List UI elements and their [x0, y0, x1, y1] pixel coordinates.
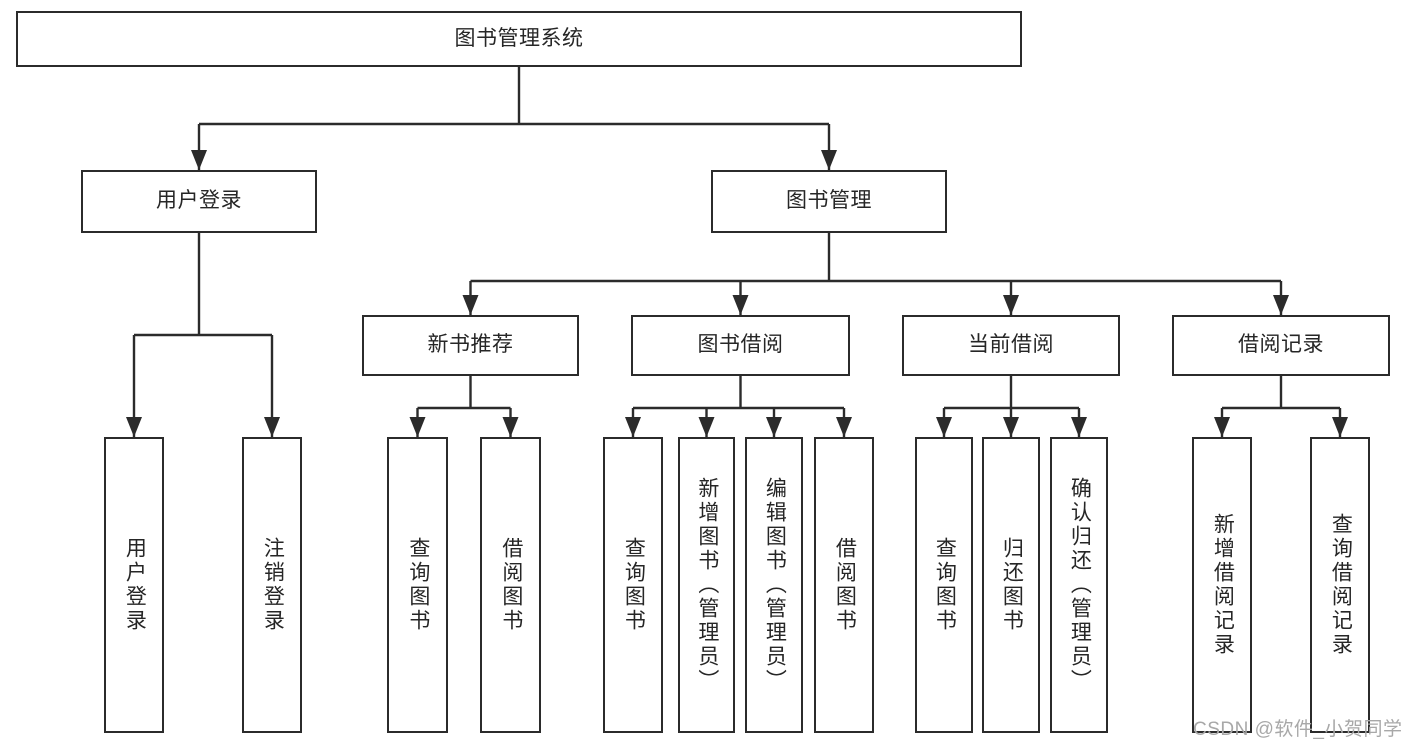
- arrowhead-leaf-borrow-book-2: [836, 417, 852, 437]
- node-label-leaf-query-book-1: 查询图书: [406, 537, 430, 633]
- arrowhead-borrow-record: [1273, 295, 1289, 315]
- node-current-borrow[interactable]: 当前借阅: [902, 315, 1120, 376]
- arrowhead-book-manage: [821, 150, 837, 170]
- node-leaf-query-record[interactable]: 查询借阅记录: [1310, 437, 1370, 733]
- arrowhead-leaf-query-book-1: [409, 417, 426, 437]
- arrowhead-user-login: [191, 150, 207, 170]
- node-leaf-query-book-3[interactable]: 查询图书: [915, 437, 973, 733]
- arrowhead-leaf-confirm-return: [1071, 417, 1087, 437]
- node-root[interactable]: 图书管理系统: [16, 11, 1022, 67]
- node-label-new-book-rec: 新书推荐: [427, 333, 514, 357]
- node-book-manage[interactable]: 图书管理: [711, 170, 947, 233]
- arrowhead-leaf-logout: [264, 417, 280, 437]
- arrowhead-leaf-add-record: [1214, 417, 1230, 437]
- node-label-leaf-logout: 注销登录: [261, 537, 285, 633]
- node-leaf-borrow-book-2[interactable]: 借阅图书: [814, 437, 874, 733]
- node-label-leaf-user-login: 用户登录: [123, 537, 147, 633]
- node-leaf-confirm-return[interactable]: 确认归还（管理员）: [1050, 437, 1108, 733]
- node-new-book-rec[interactable]: 新书推荐: [362, 315, 579, 376]
- arrowhead-leaf-user-login: [126, 417, 142, 437]
- node-label-leaf-edit-book: 编辑图书（管理员）: [763, 477, 787, 693]
- node-label-leaf-return-book: 归还图书: [1000, 537, 1024, 633]
- node-label-leaf-add-book: 新增图书（管理员）: [695, 477, 719, 693]
- node-leaf-return-book[interactable]: 归还图书: [982, 437, 1040, 733]
- arrowhead-leaf-query-book-3: [936, 417, 952, 437]
- node-label-leaf-confirm-return: 确认归还（管理员）: [1068, 477, 1092, 693]
- arrowhead-leaf-query-book-2: [625, 417, 641, 437]
- node-label-root: 图书管理系统: [454, 26, 584, 50]
- node-user-login[interactable]: 用户登录: [81, 170, 317, 233]
- node-label-current-borrow: 当前借阅: [968, 333, 1054, 357]
- node-leaf-logout[interactable]: 注销登录: [242, 437, 302, 733]
- node-label-leaf-borrow-book-1: 借阅图书: [499, 537, 523, 633]
- arrowhead-leaf-query-record: [1332, 417, 1348, 437]
- node-leaf-edit-book[interactable]: 编辑图书（管理员）: [745, 437, 803, 733]
- node-label-leaf-borrow-book-2: 借阅图书: [833, 537, 857, 633]
- node-label-book-borrow: 图书借阅: [697, 333, 784, 357]
- arrowhead-leaf-return-book: [1003, 417, 1019, 437]
- arrowhead-new-book-rec: [462, 295, 479, 315]
- node-label-leaf-query-book-2: 查询图书: [622, 537, 646, 633]
- arrowhead-leaf-edit-book: [766, 417, 782, 437]
- arrowhead-leaf-add-book: [698, 417, 715, 437]
- node-label-user-login: 用户登录: [156, 189, 242, 213]
- connector-lines: [126, 67, 1348, 437]
- node-label-leaf-add-record: 新增借阅记录: [1211, 513, 1235, 657]
- node-leaf-query-book-1[interactable]: 查询图书: [387, 437, 448, 733]
- node-leaf-user-login[interactable]: 用户登录: [104, 437, 164, 733]
- arrowhead-book-borrow: [732, 295, 749, 315]
- arrowhead-current-borrow: [1003, 295, 1019, 315]
- node-borrow-record[interactable]: 借阅记录: [1172, 315, 1390, 376]
- node-leaf-borrow-book-1[interactable]: 借阅图书: [480, 437, 541, 733]
- node-leaf-query-book-2[interactable]: 查询图书: [603, 437, 663, 733]
- node-leaf-add-book[interactable]: 新增图书（管理员）: [678, 437, 735, 733]
- node-label-leaf-query-record: 查询借阅记录: [1329, 513, 1353, 657]
- node-book-borrow[interactable]: 图书借阅: [631, 315, 850, 376]
- arrowhead-leaf-borrow-book-1: [502, 417, 519, 437]
- node-label-book-manage: 图书管理: [786, 189, 872, 213]
- node-label-leaf-query-book-3: 查询图书: [933, 537, 957, 633]
- node-leaf-add-record[interactable]: 新增借阅记录: [1192, 437, 1252, 733]
- node-label-borrow-record: 借阅记录: [1238, 333, 1324, 357]
